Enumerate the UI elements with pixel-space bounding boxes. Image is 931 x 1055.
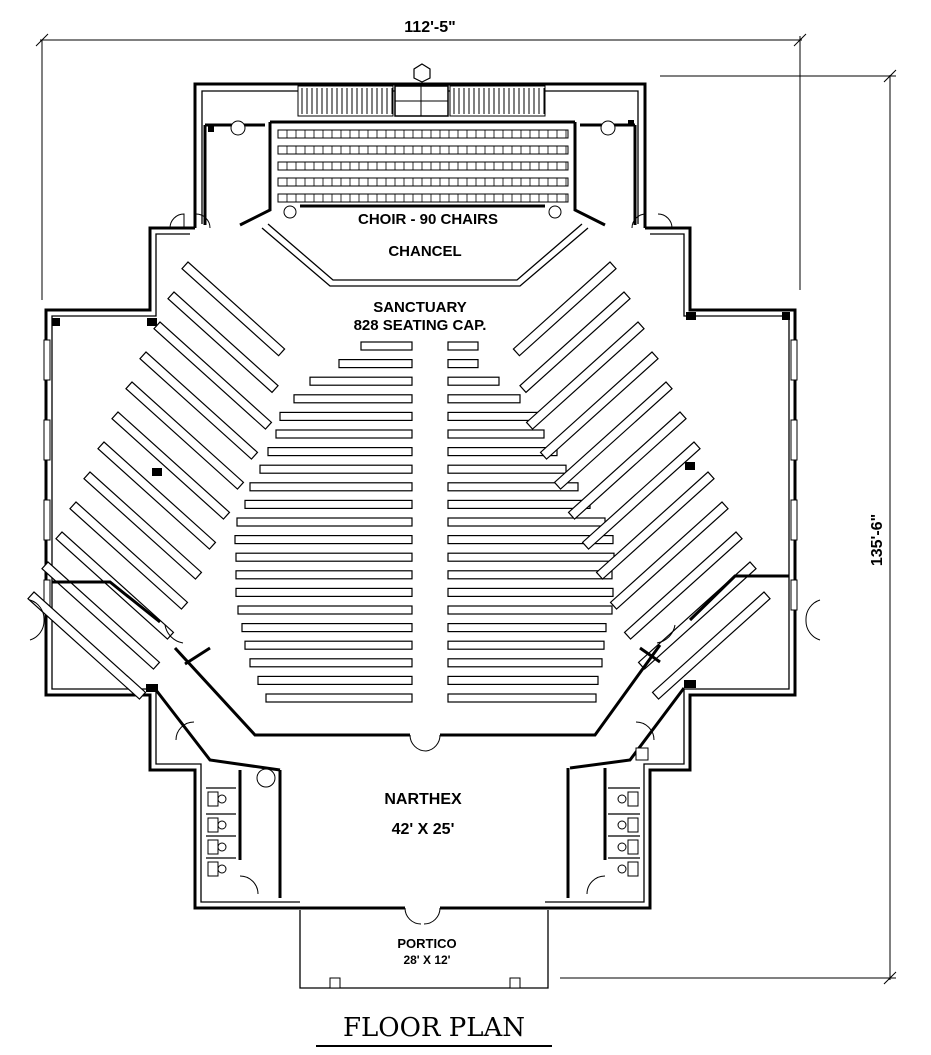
pew xyxy=(447,464,567,474)
wing-pew xyxy=(512,261,617,357)
wing-pew xyxy=(41,561,161,670)
wing-pew xyxy=(153,321,273,430)
wing-pew xyxy=(125,381,245,490)
pew xyxy=(447,394,521,404)
chancel-label: CHANCEL xyxy=(388,243,461,260)
pews-center-right xyxy=(447,341,615,703)
wing-pew xyxy=(139,351,259,460)
pew xyxy=(447,341,479,351)
pew xyxy=(279,411,413,421)
choir-row xyxy=(277,129,569,139)
pew xyxy=(249,658,413,668)
pew xyxy=(338,359,413,369)
choir-row xyxy=(277,177,569,187)
wing-pew xyxy=(637,561,757,670)
side-rooms-north xyxy=(52,120,790,326)
width-dimension: 112'-5" xyxy=(35,19,807,300)
pew xyxy=(447,675,599,686)
pew xyxy=(249,482,413,492)
sanctuary-south-walls xyxy=(29,574,821,772)
exterior-walls xyxy=(43,82,798,910)
wing-pew xyxy=(69,501,189,610)
pew xyxy=(447,359,479,369)
portico: PORTICO 28' X 12' xyxy=(299,907,549,989)
pew xyxy=(447,376,500,386)
portico-label: PORTICO xyxy=(397,936,456,951)
pew xyxy=(360,341,413,351)
wing-pew xyxy=(97,441,217,550)
wing-pew xyxy=(27,591,147,700)
vent-icon xyxy=(413,63,431,83)
pew xyxy=(275,429,413,439)
pew xyxy=(447,429,545,439)
drawing-title: FLOOR PLAN xyxy=(343,1013,525,1043)
pew xyxy=(244,640,413,650)
pew xyxy=(447,411,540,421)
choir-row xyxy=(277,161,569,171)
pew xyxy=(259,464,413,474)
pew xyxy=(237,605,413,615)
wing-pew xyxy=(181,261,286,357)
pew xyxy=(257,675,413,686)
pews-wing-left xyxy=(27,261,286,700)
wing-pew xyxy=(623,531,743,640)
pew xyxy=(265,693,413,703)
wing-pew xyxy=(525,321,645,430)
wing-pew xyxy=(581,441,701,550)
pew xyxy=(447,622,607,633)
wing-pew xyxy=(553,381,673,490)
pew xyxy=(244,499,413,509)
choir-area: CHOIR - 90 CHAIRS xyxy=(239,120,606,228)
sanctuary-capacity-label: 828 SEATING CAP. xyxy=(354,317,487,334)
pews-center-left xyxy=(234,341,413,703)
wing-pew xyxy=(519,291,631,394)
pew xyxy=(241,622,413,633)
pew xyxy=(235,552,413,562)
width-dimension-label: 112'-5" xyxy=(404,19,455,36)
narthex: NARTHEX 42' X 25' xyxy=(278,768,570,898)
pew xyxy=(447,447,558,457)
pew xyxy=(234,534,413,545)
pew xyxy=(235,587,413,598)
sanctuary-label: SANCTUARY xyxy=(373,299,467,316)
portico-size-label: 28' X 12' xyxy=(403,953,450,967)
wing-pew xyxy=(567,411,687,520)
restroom-right xyxy=(586,747,649,895)
choir-label: CHOIR - 90 CHAIRS xyxy=(358,211,498,228)
pew xyxy=(447,693,597,703)
pew xyxy=(447,640,605,650)
choir-row xyxy=(277,193,569,203)
choir-row xyxy=(277,145,569,155)
pew xyxy=(447,605,613,615)
pew xyxy=(447,517,606,527)
depth-dimension-label: 135'-6" xyxy=(869,514,886,566)
pew xyxy=(447,587,614,598)
pew xyxy=(447,482,579,492)
pew xyxy=(447,534,614,545)
pew xyxy=(267,447,413,457)
chancel-area: CHANCEL xyxy=(261,223,589,287)
pew xyxy=(447,570,613,580)
wing-pew xyxy=(651,591,771,700)
pew xyxy=(447,658,603,668)
wing-pew xyxy=(167,291,279,394)
depth-dimension: 135'-6" xyxy=(560,69,897,985)
rear-stairs xyxy=(297,63,546,117)
wing-pew xyxy=(539,351,659,460)
wing-pew xyxy=(609,501,729,610)
wing-pew xyxy=(83,471,203,580)
narthex-size-label: 42' X 25' xyxy=(392,821,455,838)
pew xyxy=(235,570,413,580)
wing-pew xyxy=(111,411,231,520)
narthex-label: NARTHEX xyxy=(384,791,462,808)
pew xyxy=(293,394,413,404)
wing-pew xyxy=(595,471,715,580)
pew xyxy=(447,499,591,509)
pew xyxy=(447,552,615,562)
pews-wing-right xyxy=(512,261,771,700)
pew xyxy=(236,517,413,527)
pew xyxy=(309,376,413,386)
restroom-left xyxy=(206,768,276,895)
